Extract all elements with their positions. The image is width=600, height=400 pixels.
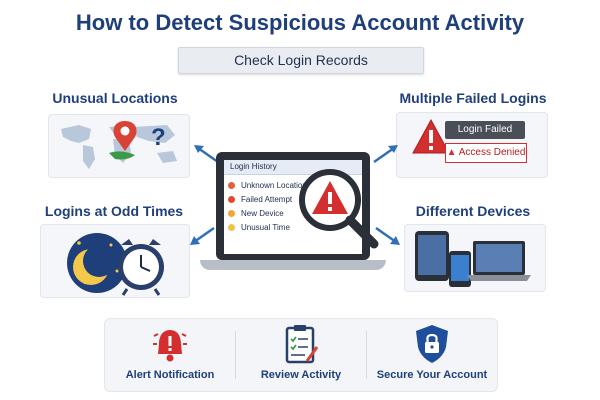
alert-notification-label: Alert Notification: [125, 369, 215, 381]
status-dot-icon: [228, 209, 235, 217]
svg-text:?: ?: [151, 124, 166, 151]
alert-mark-icon: ▲: [446, 147, 457, 158]
review-activity-label: Review Activity: [260, 369, 342, 381]
tablet-icon: [415, 231, 449, 281]
unusual-locations-label: Unusual Locations: [52, 90, 178, 106]
devices-card: [404, 224, 546, 292]
warning-triangle-icon: [412, 118, 450, 154]
different-devices-label: Different Devices: [415, 203, 531, 219]
status-dot-icon: [228, 195, 235, 203]
divider: [235, 331, 236, 379]
login-failed-status: Login Failed: [445, 121, 525, 139]
arrow-to-odd-times: [186, 226, 216, 248]
bell-alert-icon: [153, 330, 187, 362]
night-clock-illustration: [67, 233, 164, 296]
secure-account-label: Secure Your Account: [376, 369, 488, 381]
map-pin-icon: [113, 121, 137, 151]
divider: [366, 331, 367, 379]
world-map-icon: ?: [61, 121, 177, 169]
failed-logins-card: Login Failed ▲ Access Denied: [396, 112, 548, 178]
subtitle-text: Check Login Records: [234, 52, 368, 68]
alarm-clock-icon: [118, 239, 164, 296]
clipboard-checklist-icon: [285, 325, 319, 364]
login-history-item: New Device: [228, 206, 307, 220]
laptop-base: [200, 260, 386, 270]
secure-account-action[interactable]: Secure Your Account: [367, 319, 497, 391]
devices-illustration: [415, 231, 531, 287]
laptop-device-icon: [467, 241, 531, 281]
login-history-item: Failed Attempt: [228, 192, 307, 206]
odd-times-card: [40, 224, 190, 298]
status-dot-icon: [228, 223, 235, 231]
magnifier-warning-icon: [296, 166, 382, 257]
action-bar: Alert Notification Review Activity Secur…: [104, 318, 498, 392]
world-map-card: ?: [48, 114, 190, 178]
login-history-item: Unusual Time: [228, 220, 307, 234]
status-dot-icon: [228, 181, 235, 189]
login-history-list: Unknown Location Failed Attempt New Devi…: [228, 178, 307, 234]
moon-icon: [73, 245, 115, 285]
arrow-to-devices: [374, 226, 404, 248]
page-title: How to Detect Suspicious Account Activit…: [75, 10, 525, 35]
arrow-to-failed-logins: [372, 142, 402, 164]
shield-lock-icon: [416, 325, 448, 363]
smartphone-icon: [449, 251, 471, 287]
subtitle-banner: Check Login Records: [178, 47, 424, 74]
login-history-item: Unknown Location: [228, 178, 307, 192]
review-activity-action[interactable]: Review Activity: [236, 319, 366, 391]
access-denied-alert: ▲ Access Denied: [445, 143, 527, 163]
star-icons: [77, 241, 119, 285]
alert-notification-action[interactable]: Alert Notification: [105, 319, 235, 391]
access-denied-text: Access Denied: [458, 147, 526, 158]
odd-times-label: Logins at Odd Times: [44, 203, 184, 219]
failed-logins-label: Multiple Failed Logins: [399, 90, 547, 106]
